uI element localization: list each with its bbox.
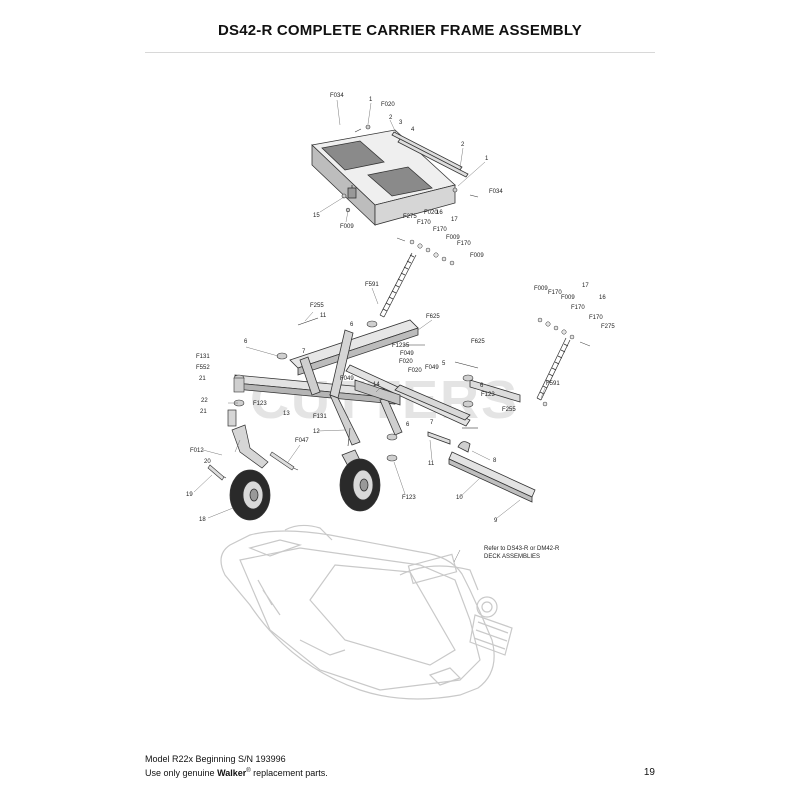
seat-spring-left bbox=[379, 252, 417, 318]
callout-label: 1 bbox=[369, 97, 373, 103]
callout-label: 10 bbox=[456, 495, 463, 501]
callout-label: 15 bbox=[313, 213, 320, 219]
callout-label: F123 bbox=[402, 495, 416, 501]
callout-label: 12 bbox=[313, 429, 320, 435]
callout-label: F552 bbox=[196, 365, 210, 371]
callout-label: F591 bbox=[365, 282, 379, 288]
callout-label: 16 bbox=[436, 210, 443, 216]
genuine-parts-suffix: replacement parts. bbox=[250, 768, 328, 778]
callout-label: 22 bbox=[201, 398, 208, 404]
brand-name: Walker bbox=[217, 768, 247, 778]
callout-label: 17 bbox=[582, 283, 589, 289]
callout-label: 7 bbox=[430, 420, 434, 426]
callout-label: 21 bbox=[199, 376, 206, 382]
tow-arm bbox=[427, 431, 536, 503]
callout-label: F170 bbox=[548, 290, 562, 296]
callout-label: F625 bbox=[426, 314, 440, 320]
callout-label: F255 bbox=[310, 303, 324, 309]
callout-label: 16 bbox=[599, 295, 606, 301]
callout-label: F131 bbox=[196, 354, 210, 360]
callout-label: F009 bbox=[534, 286, 548, 292]
callout-label: F020 bbox=[381, 102, 395, 108]
callout-label: F170 bbox=[417, 220, 431, 226]
callout-label: F049 bbox=[425, 365, 439, 371]
callout-label: 20 bbox=[204, 459, 211, 465]
page-number: 19 bbox=[643, 767, 655, 778]
callout-label: 11 bbox=[428, 461, 435, 467]
callout-label: F009 bbox=[446, 235, 460, 241]
registered-mark: ® bbox=[246, 768, 251, 774]
callout-label: 21 bbox=[200, 409, 207, 415]
callout-label: F012 bbox=[190, 448, 204, 454]
callout-label: 17 bbox=[451, 217, 458, 223]
callout-label: F034 bbox=[330, 93, 344, 99]
leader-lines bbox=[193, 99, 546, 563]
callout-label: 14 bbox=[373, 382, 380, 388]
carrier-frame bbox=[234, 319, 521, 446]
callout-label: F123 bbox=[481, 392, 495, 398]
callout-label: 8 bbox=[493, 458, 497, 464]
callout-label: 5 bbox=[442, 361, 446, 367]
callout-label: F034 bbox=[489, 189, 503, 195]
callout-label: 2 bbox=[389, 115, 393, 121]
page-footer: Model R22x Beginning S/N 193996 Use only… bbox=[145, 753, 655, 779]
title-rule bbox=[145, 52, 655, 53]
genuine-parts-prefix: Use only genuine bbox=[145, 768, 218, 778]
callout-label: F275 bbox=[403, 214, 417, 220]
callout-label: F591 bbox=[546, 381, 560, 387]
callout-label: 6 bbox=[480, 383, 484, 389]
callout-label: 2 bbox=[461, 142, 465, 148]
callout-label: 11 bbox=[320, 313, 327, 319]
callout-label: 18 bbox=[199, 517, 206, 523]
callout-label: F009 bbox=[340, 224, 354, 230]
frame-hardware bbox=[211, 317, 479, 479]
callout-label: F275 bbox=[601, 324, 615, 330]
page-title: DS42-R COMPLETE CARRIER FRAME ASSEMBLY bbox=[217, 22, 583, 39]
callout-label: F255 bbox=[502, 407, 516, 413]
callout-label: 5 bbox=[406, 343, 410, 349]
seat-spring-right bbox=[536, 337, 571, 401]
callout-label: F047 bbox=[295, 438, 309, 444]
callout-label: 19 bbox=[186, 492, 193, 498]
caster-wheel-right bbox=[339, 449, 381, 512]
callout-label: F020 bbox=[399, 359, 413, 365]
callout-label: 4 bbox=[411, 127, 415, 133]
callout-label: 6 bbox=[244, 339, 248, 345]
caster-bracket-left bbox=[227, 409, 269, 469]
callout-label: F009 bbox=[470, 253, 484, 259]
callout-label: F049 bbox=[400, 351, 414, 357]
callout-label: F020 bbox=[408, 368, 422, 374]
callout-label: F123 bbox=[253, 401, 267, 407]
callout-label: F123 bbox=[392, 343, 406, 349]
callout-label: 6 bbox=[350, 322, 354, 328]
caster-wheel-left bbox=[229, 469, 271, 521]
callout-label: F625 bbox=[471, 339, 485, 345]
callout-label: F049 bbox=[340, 376, 354, 382]
callout-label: F170 bbox=[571, 305, 585, 311]
callout-label: F131 bbox=[313, 414, 327, 420]
genuine-parts-line: Use only genuine Walker® replacement par… bbox=[145, 765, 655, 779]
callout-label: F020 bbox=[424, 210, 438, 216]
model-line: Model R22x Beginning S/N 193996 bbox=[145, 754, 286, 764]
deck-note-line1: Refer to DS43-R or DM42-R bbox=[484, 546, 560, 552]
spring-hardware bbox=[396, 237, 591, 407]
callout-label: 6 bbox=[406, 422, 410, 428]
callout-label: 7 bbox=[302, 349, 306, 355]
mower-deck-outline bbox=[220, 524, 513, 700]
callout-label: F009 bbox=[561, 295, 575, 301]
callout-label: 3 bbox=[399, 120, 403, 126]
seat-rails bbox=[391, 131, 469, 178]
callout-label: F170 bbox=[589, 315, 603, 321]
callout-label: 9 bbox=[494, 518, 498, 524]
seat-assembly bbox=[311, 129, 456, 226]
callout-labels: F034 1 F020 2 3 4 2 1 F034 15 F009 F020 … bbox=[186, 93, 615, 560]
callout-label: F170 bbox=[457, 241, 471, 247]
callout-label: 1 bbox=[485, 156, 489, 162]
axle-pins bbox=[207, 451, 295, 481]
callout-label: F170 bbox=[433, 227, 447, 233]
deck-note-line2: DECK ASSEMBLIES bbox=[484, 554, 540, 560]
callout-label: 13 bbox=[283, 411, 290, 417]
